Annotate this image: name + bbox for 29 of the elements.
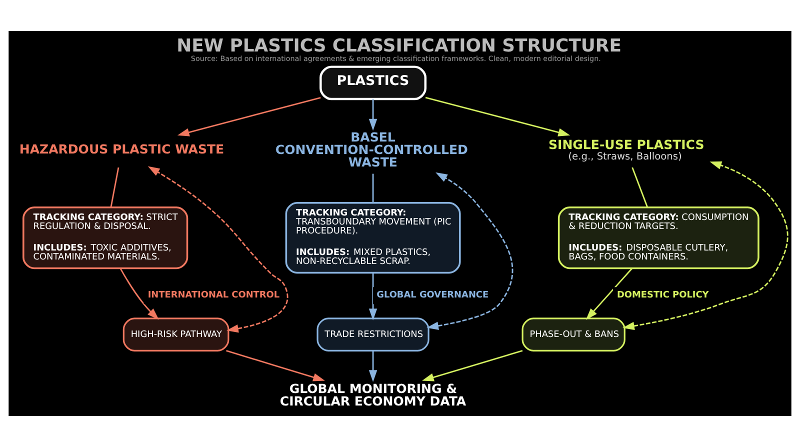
arrow <box>368 350 378 382</box>
edge-label: INTERNATIONAL CONTROL <box>148 290 280 300</box>
arrow <box>622 161 788 330</box>
arrow <box>120 268 159 320</box>
arrow <box>586 268 632 320</box>
node-text: BASEL CONVENTION-CONTROLLED WASTE <box>275 129 468 170</box>
node-text: GLOBAL MONITORING & CIRCULAR ECONOMY DATA <box>280 380 466 408</box>
arrow <box>368 272 378 320</box>
edge-label: DOMESTIC POLICY <box>617 290 709 300</box>
node-box: HIGH-RISK PATHWAY <box>122 318 230 352</box>
edge-label: GLOBAL GOVERNANCE <box>376 290 489 300</box>
arrow <box>426 172 514 330</box>
connector <box>372 174 374 203</box>
node-text: HAZARDOUS PLASTIC WASTE <box>19 141 224 156</box>
node-box: PHASE-OUT & BANS <box>522 318 626 352</box>
node-box: TRADE RESTRICTIONS <box>316 318 430 352</box>
arrow <box>148 166 288 333</box>
node-text: SINGLE-USE PLASTICS (e.g., Straws, Balloons) <box>548 136 704 162</box>
arrow <box>226 350 325 382</box>
node-box: PLASTICS <box>320 66 427 100</box>
arrow <box>422 350 523 382</box>
arrow <box>425 96 570 136</box>
node-box: TRACKING CATEGORY: TRANSBOUNDARY MOVEMENT (PIC PROCEDURE). INCLUDES: MIXED PLASTICS, NON-RECYCLABLE SCRAP. <box>285 202 461 274</box>
arrow <box>177 96 321 136</box>
node-box: TRACKING CATEGORY: STRICT REGULATION & DISPOSAL. INCLUDES: TOXIC ADDITIVES, CONTAMINATED MATERIALS. <box>22 206 188 270</box>
node-box: TRACKING CATEGORY: CONSUMPTION & REDUCTION TARGETS. INCLUDES: DISPOSABLE CUTLERY, BAGS, FOOD CONTAINERS. <box>558 206 760 270</box>
connector <box>632 167 648 208</box>
arrow <box>368 99 378 131</box>
connector <box>110 167 120 208</box>
